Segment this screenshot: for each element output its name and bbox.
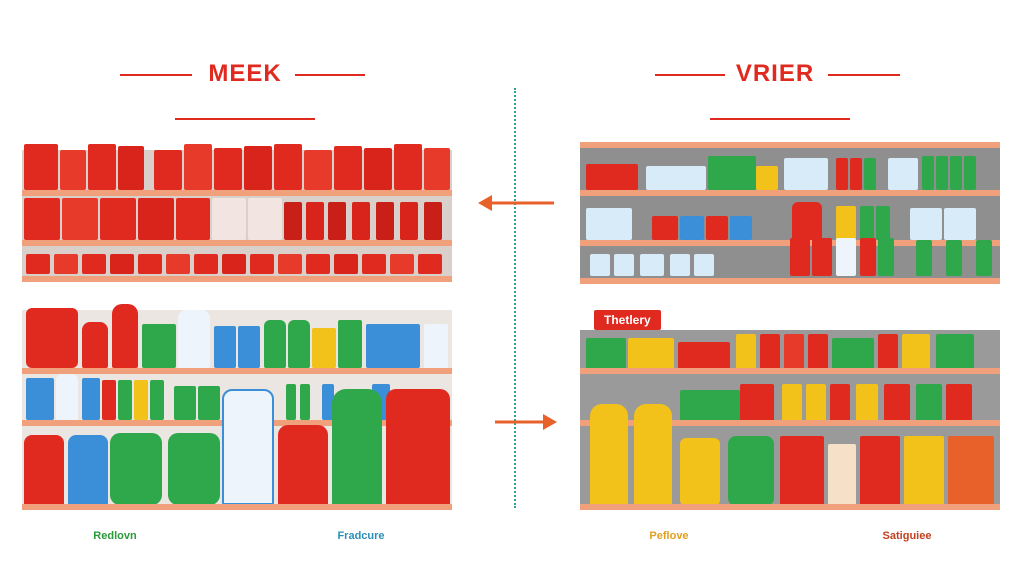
left-bottom-products-row2 xyxy=(22,374,452,420)
right-top-products-row1 xyxy=(580,150,1000,190)
right-top-products-row2 xyxy=(580,196,1000,240)
right-shelf-tag: Thetlery xyxy=(594,310,661,330)
left-top-products-row3 xyxy=(22,252,452,276)
right-top-shelf-board-4 xyxy=(580,278,1000,284)
left-title-rule-left xyxy=(120,74,192,76)
right-bottom-shelf-board-1 xyxy=(580,368,1000,374)
left-bottom-products-row1 xyxy=(22,300,452,370)
left-title: MEEK xyxy=(208,60,282,87)
right-title-rule-right xyxy=(828,74,900,76)
left-top-shelf-board-2 xyxy=(22,240,452,246)
arrow-right-icon xyxy=(495,414,557,430)
arrow-left-icon xyxy=(478,195,554,211)
left-bottom-shelf-board-1 xyxy=(22,368,452,374)
right-bottom-products-row3 xyxy=(580,396,1000,506)
right-top-shelf-board-2 xyxy=(580,190,1000,196)
left-top-shelf-board-3 xyxy=(22,276,452,282)
left-caption-2: Fradcure xyxy=(337,530,385,542)
right-subtitle-rule xyxy=(710,118,850,120)
right-top-products-row3 xyxy=(580,236,1000,278)
left-caption-1: Redlovn xyxy=(93,530,137,542)
left-title-rule-right xyxy=(295,74,365,76)
right-bottom-products-row2 xyxy=(580,374,1000,422)
center-divider xyxy=(514,88,516,508)
left-top-products-row2 xyxy=(22,196,452,240)
left-subtitle-rule xyxy=(175,118,315,120)
right-caption-2: Satiguiee xyxy=(882,530,932,542)
right-caption-1: Peflove xyxy=(649,530,689,542)
right-bottom-shelf-board-2 xyxy=(580,420,1000,426)
left-top-products-row1 xyxy=(22,140,452,190)
left-top-shelf-board-1 xyxy=(22,190,452,196)
right-top-shelf-board-1 xyxy=(580,142,1000,148)
left-bottom-shelf-board-3 xyxy=(22,504,452,510)
right-bottom-products-row1 xyxy=(580,330,1000,370)
left-bottom-products-row3 xyxy=(22,385,452,505)
right-title: VRIER xyxy=(735,60,815,87)
right-bottom-shelf-board-3 xyxy=(580,504,1000,510)
right-title-rule-left xyxy=(655,74,725,76)
